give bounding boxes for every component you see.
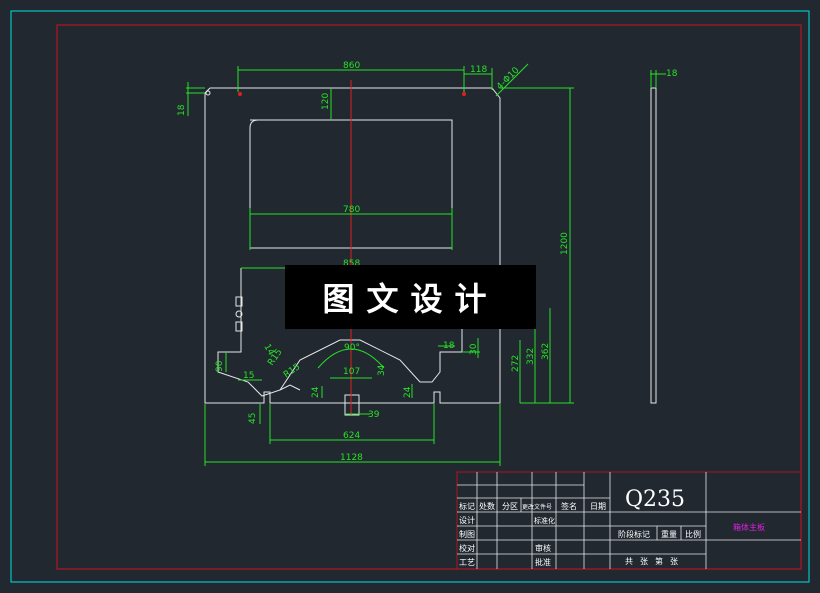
cell-zhang1: 张	[640, 557, 648, 566]
cell-jieduan: 阶段标记	[618, 529, 650, 539]
dimension-lines	[186, 63, 666, 466]
cell-zhongliang: 重量	[661, 529, 677, 539]
cell-zhitu: 制图	[459, 529, 475, 539]
dim-24b: 24	[403, 386, 413, 398]
cell-gong: 共	[625, 557, 633, 566]
dim-332: 332	[526, 348, 536, 365]
cell-pizhun: 批准	[535, 557, 551, 567]
cell-jiaodui: 校对	[459, 543, 475, 553]
dim-107: 107	[343, 367, 360, 377]
dim-1200: 1200	[560, 232, 570, 255]
dim-30: 30	[469, 343, 479, 355]
cell-biaozhun: 标准化	[534, 516, 555, 525]
watermark-overlay: 图文设计	[285, 265, 536, 329]
dim-90: 90	[215, 360, 225, 372]
cell-fenqu: 分区	[502, 502, 518, 511]
cell-gengwen: 更改文件号	[522, 503, 552, 511]
dim-120: 120	[321, 93, 331, 110]
cell-sheji: 设计	[459, 515, 475, 525]
cell-biaoji: 标记	[459, 501, 475, 511]
dim-1128: 1128	[340, 453, 363, 463]
side-view-plate	[650, 87, 657, 404]
cell-bili: 比例	[685, 529, 701, 539]
hole-marks	[238, 92, 466, 96]
dim-39: 39	[368, 410, 380, 420]
dim-18-mid: 18	[443, 341, 455, 351]
outer-frame	[10, 10, 810, 583]
dim-118: 118	[470, 65, 487, 75]
dim-34: 34	[377, 364, 387, 376]
main-plate	[204, 87, 501, 416]
cell-chushu: 处数	[479, 501, 495, 511]
title-block	[456, 471, 802, 570]
dim-272: 272	[511, 355, 521, 372]
dim-624: 624	[343, 431, 360, 441]
part-name-label: 箱体主板	[733, 522, 765, 532]
cell-gongyi: 工艺	[459, 558, 475, 567]
dim-15: 15	[243, 371, 254, 381]
cell-riqi: 日期	[590, 502, 606, 511]
cell-shenhe: 审核	[535, 543, 551, 553]
cell-zhang2: 张	[670, 557, 678, 566]
dim-362: 362	[541, 343, 551, 360]
dim-860: 860	[343, 61, 360, 71]
dim-45: 45	[248, 413, 258, 424]
cell-qianming: 签名	[561, 501, 577, 511]
dim-90deg: 90°	[344, 343, 360, 353]
dim-24: 24	[311, 386, 321, 398]
title-block-text: 标记 处数 分区 更改文件号 签名 日期 设计 标准化 制图 校对 审核 工艺 …	[459, 487, 765, 567]
dim-18-left: 18	[177, 104, 187, 116]
inner-frame	[56, 24, 802, 570]
material-label: Q235	[625, 487, 685, 512]
cell-di: 第	[655, 556, 663, 566]
dim-r15-b: R15	[282, 362, 302, 380]
dim-780: 780	[343, 205, 360, 215]
dim-858: 858	[343, 259, 360, 269]
dim-18-side: 18	[666, 69, 678, 79]
